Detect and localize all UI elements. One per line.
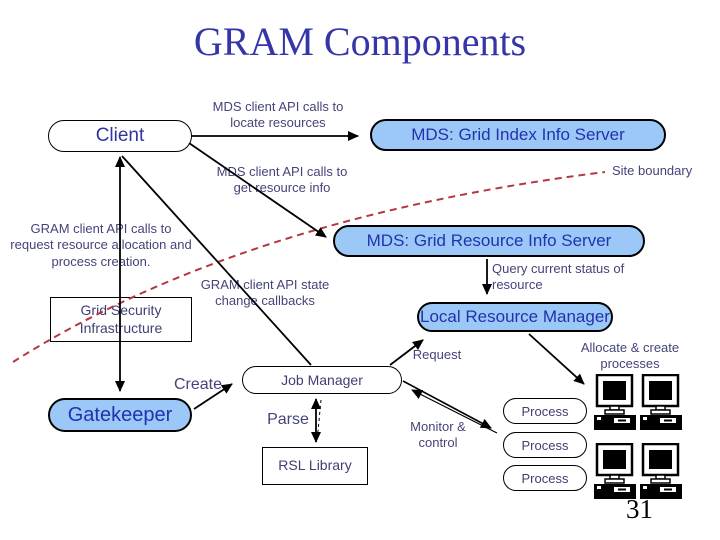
- label-request: Request: [412, 347, 462, 362]
- page-title: GRAM Components: [193, 19, 527, 64]
- job-manager-node: Job Manager: [242, 366, 402, 394]
- computer-icon: [639, 442, 683, 501]
- gatekeeper-node: Gatekeeper: [48, 398, 192, 432]
- label-mds-locate-calls: MDS client API calls to locate resources: [212, 99, 344, 131]
- mds-grid-resource-info-server-node: MDS: Grid Resource Info Server: [333, 225, 645, 257]
- computer-icon: [639, 373, 683, 432]
- label-gram-request-calls: GRAM client API calls to request resourc…: [10, 221, 192, 269]
- process-node: Process: [503, 465, 587, 491]
- label-monitor-control: Monitor & control: [410, 419, 466, 451]
- process-node: Process: [503, 432, 587, 458]
- computer-icon: [593, 442, 637, 501]
- label-parse: Parse: [267, 411, 309, 428]
- label-state-change-callbacks: GRAM client API state change callbacks: [200, 277, 330, 309]
- process-node: Process: [503, 398, 587, 424]
- grid-security-infrastructure-box: Grid Security Infrastructure: [50, 297, 192, 342]
- mds-grid-index-info-server-node: MDS: Grid Index Info Server: [370, 119, 666, 151]
- label-allocate-create: Allocate & create processes: [580, 340, 680, 372]
- local-resource-manager-node: Local Resource Manager: [417, 302, 613, 332]
- label-query-status: Query current status of resource: [492, 261, 625, 293]
- label-mds-get-info-calls: MDS client API calls to get resource inf…: [216, 164, 348, 196]
- computer-icon: [593, 373, 637, 432]
- rsl-library-box: RSL Library: [262, 447, 368, 485]
- label-site-boundary: Site boundary: [612, 163, 693, 178]
- label-create: Create: [173, 376, 223, 393]
- client-node: Client: [48, 120, 192, 152]
